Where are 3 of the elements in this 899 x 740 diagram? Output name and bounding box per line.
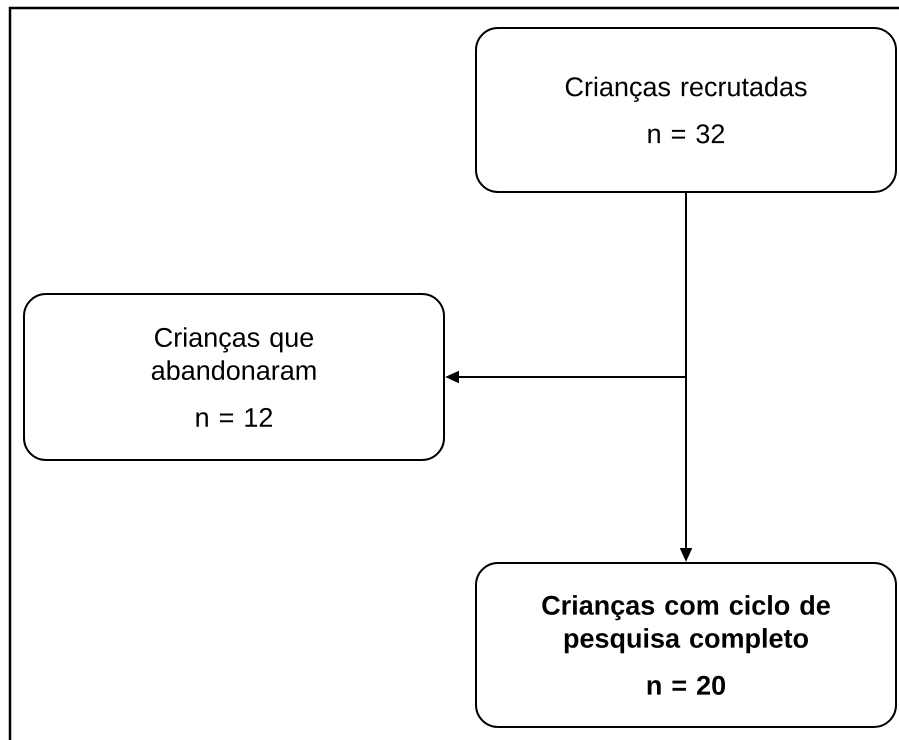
process-box: Crianças que abandonaram n = 12 bbox=[23, 293, 445, 461]
process-box: Crianças com ciclo de pesquisa completo n = 20 bbox=[475, 562, 897, 728]
process-box: Crianças recrutadas n = 32 bbox=[475, 27, 897, 193]
